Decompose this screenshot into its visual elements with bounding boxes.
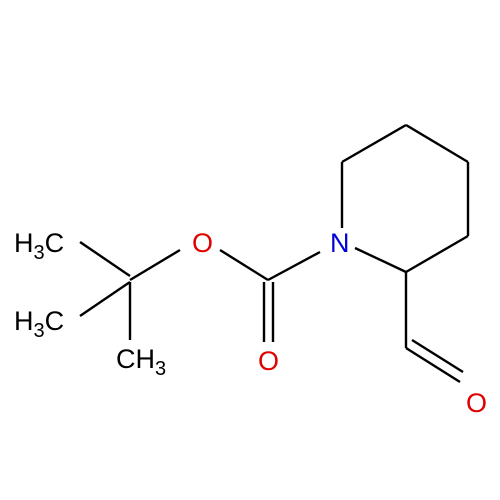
bond-ch3-top-to-quaternary-c xyxy=(79,241,131,277)
bond-aldehyde-double-a xyxy=(405,346,461,384)
atom-label-ch3-top: H3C xyxy=(14,228,64,264)
ring-bond-c2-to-n xyxy=(354,246,407,274)
ring-bond-c5-to-c4 xyxy=(405,123,469,164)
ring-bond-c3-to-c2 xyxy=(405,234,469,274)
carbamate-bonds xyxy=(219,248,321,342)
aldehyde-bonds xyxy=(404,272,464,384)
piperidine-ring-bonds xyxy=(340,123,470,274)
atom-label-ring-nitrogen: N xyxy=(330,228,350,258)
atom-label-aldehyde-oxygen: O xyxy=(466,388,487,418)
bond-ch3-mid-to-quaternary-c xyxy=(79,281,131,317)
atom-label-ch3-bottom: CH3 xyxy=(116,344,166,380)
bond-carbonyl-c-to-n xyxy=(267,250,321,282)
bond-ester-o-to-carbonyl-c xyxy=(219,248,269,282)
atom-label-ch3-mid: H3C xyxy=(14,306,64,342)
bond-quaternary-c-to-ester-o xyxy=(129,248,181,282)
bond-aldehyde-double-b xyxy=(411,338,464,374)
tert-butyl-bonds xyxy=(79,241,181,340)
atom-label-ester-oxygen: O xyxy=(192,228,213,258)
atom-label-carbonyl-oxygen: O xyxy=(258,346,279,376)
ring-bond-c6-to-c5 xyxy=(341,123,407,164)
